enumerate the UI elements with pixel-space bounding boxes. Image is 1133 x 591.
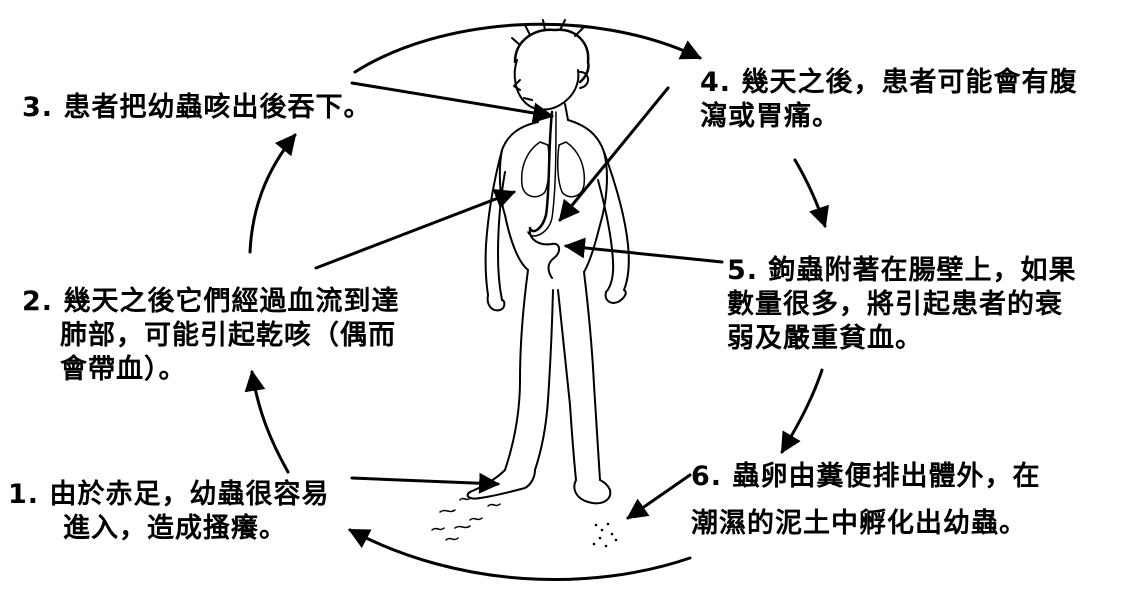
pointer-step-3 (350, 81, 555, 124)
cycle-arrow-6-to-1 (348, 528, 692, 582)
cycle-arrow-1-to-2 (244, 369, 290, 474)
soil-larvae-icon (431, 497, 501, 541)
step-6-label: 6. 蟲卵由糞便排出體外，在 潮濕的泥土中孵化出幼蟲。 (691, 460, 1040, 541)
cycle-arrow-4-to-5 (793, 158, 829, 228)
step-5-line-3: 弱及嚴重貧血。 (727, 323, 923, 354)
pointer-step-2 (314, 188, 516, 270)
pointer-step-6 (626, 473, 692, 520)
step-1-line-1: 1. 由於赤足，幼蟲很容易 (8, 479, 330, 510)
cycle-arrow-3-to-4 (353, 22, 702, 74)
step-2-label: 2. 幾天之後它們經過血流到達 肺部，可能引起乾咳（偶而 會帶血）。 (22, 285, 399, 387)
eggs-dots-icon (592, 522, 618, 548)
step-2-line-2: 肺部，可能引起乾咳（偶而 (60, 320, 396, 351)
pointer-step-1 (350, 472, 501, 494)
pointer-step-5 (563, 237, 724, 264)
step-5-line-1: 5. 鉤蟲附著在腸壁上，如果 (727, 255, 1077, 286)
step-3-line-1: 3. 患者把幼蟲咳出後吞下。 (22, 92, 372, 123)
step-4-line-1: 4. 幾天之後，患者可能會有腹 (700, 67, 1078, 98)
step-4-line-2: 瀉或胃痛。 (700, 101, 840, 132)
step-4-label: 4. 幾天之後，患者可能會有腹 瀉或胃痛。 (700, 66, 1077, 134)
cycle-arrow-2-to-3 (248, 133, 297, 254)
step-6-line-2: 潮濕的泥土中孵化出幼蟲。 (691, 508, 1027, 539)
boy-figure-icon (466, 19, 630, 505)
cycle-arrow-5-to-6 (780, 368, 824, 454)
step-1-label: 1. 由於赤足，幼蟲很容易 進入，造成搔癢。 (8, 478, 329, 546)
step-5-line-2: 數量很多，將引起患者的衰 (727, 289, 1063, 320)
step-2-line-1: 2. 幾天之後它們經過血流到達 (22, 286, 400, 317)
step-3-label: 3. 患者把幼蟲咳出後吞下。 (22, 91, 371, 125)
pointer-step-4 (558, 86, 670, 222)
step-2-line-3: 會帶血）。 (60, 354, 187, 385)
step-6-line-1: 6. 蟲卵由糞便排出體外，在 (691, 461, 1041, 492)
step-5-label: 5. 鉤蟲附著在腸壁上，如果 數量很多，將引起患者的衰 弱及嚴重貧血。 (727, 254, 1076, 356)
step-1-line-2: 進入，造成搔癢。 (63, 513, 287, 544)
